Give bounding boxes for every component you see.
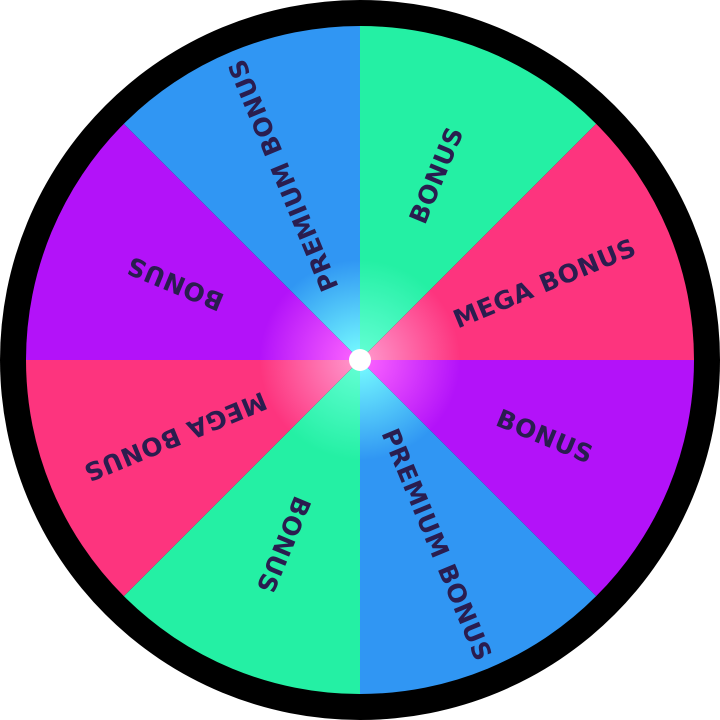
wheel-segment [26,123,360,361]
wheel-segment [360,123,694,361]
wheel-segment [26,360,360,597]
wheel-segment [123,26,361,360]
wheel-hub[interactable] [349,349,371,371]
wheel-segment [360,360,694,597]
wheel-segment [360,360,597,694]
wheel-segment [123,360,361,694]
wheel-segments [26,26,694,694]
wheel-segment [360,26,597,360]
